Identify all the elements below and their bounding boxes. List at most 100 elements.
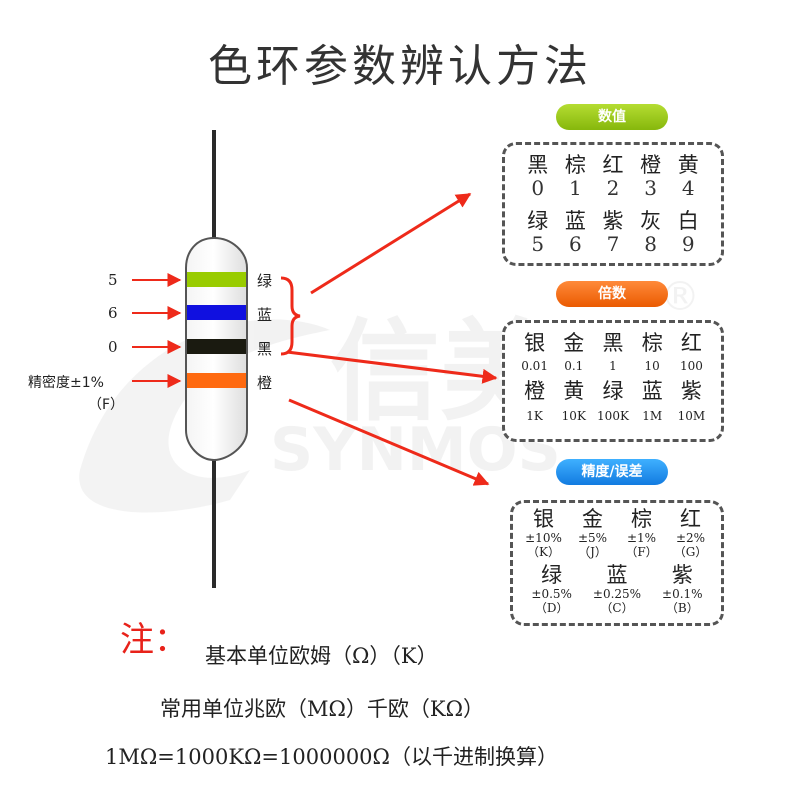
digit-color: 紫 bbox=[602, 209, 624, 233]
multiplier-value: 100K bbox=[597, 409, 629, 423]
tolerance-cell: 绿±0.5%（D） bbox=[519, 563, 584, 615]
digit-value: 9 bbox=[681, 232, 695, 256]
tolerance-color: 蓝 bbox=[606, 563, 628, 587]
watermark-swoosh bbox=[79, 319, 330, 513]
tolerance-panel: 银±10%（K） 金±5%（J） 棕±1%（F） 红±2%（G） 绿±0.5%（… bbox=[510, 500, 724, 626]
note-label: 注： bbox=[120, 620, 188, 660]
tolerance-value: ±0.5% bbox=[531, 587, 572, 601]
multiplier-color: 金 bbox=[563, 331, 585, 355]
digit-value: 1 bbox=[569, 176, 582, 200]
multiplier-color: 黄 bbox=[563, 379, 585, 403]
multiplier-value: 1M bbox=[642, 409, 663, 423]
tolerance-row-1: 银±10%（K） 金±5%（J） 棕±1%（F） 红±2%（G） bbox=[513, 503, 721, 559]
tolerance-cell: 蓝±0.25%（C） bbox=[584, 563, 649, 615]
tolerance-row-2: 绿±0.5%（D） 蓝±0.25%（C） 紫±0.1%（B） bbox=[513, 559, 721, 615]
band-4-orange bbox=[187, 373, 246, 388]
tolerance-cell: 银±10%（K） bbox=[519, 507, 568, 559]
digit-value: 6 bbox=[569, 232, 582, 256]
multiplier-cell: 棕 10 bbox=[633, 331, 672, 373]
arrow-to-tolerance-panel bbox=[288, 398, 490, 486]
tolerance-cell: 紫±0.1%（B） bbox=[650, 563, 715, 615]
band-1-color-name: 绿 bbox=[257, 272, 273, 290]
digit-color: 黄 bbox=[677, 153, 699, 177]
multiplier-cell: 蓝 1M bbox=[633, 379, 672, 423]
tolerance-value: ±1% bbox=[626, 531, 657, 545]
band-1-green bbox=[187, 272, 246, 287]
multiplier-cell: 绿 100K bbox=[593, 379, 632, 423]
multiplier-color: 红 bbox=[680, 331, 702, 355]
multiplier-cell: 紫 10M bbox=[672, 379, 711, 423]
tolerance-cell: 棕±1%（F） bbox=[617, 507, 666, 559]
digit-value: 7 bbox=[606, 232, 620, 256]
tolerance-color: 棕 bbox=[631, 507, 652, 531]
arrow-to-digits-panel bbox=[310, 192, 472, 295]
multiplier-value: 1 bbox=[609, 359, 617, 373]
note-line-1: 基本单位欧姆（Ω）（K） bbox=[205, 644, 438, 668]
multiplier-cell: 黄 10K bbox=[554, 379, 593, 423]
digit-value: 5 bbox=[531, 232, 545, 256]
digit-color: 灰 bbox=[640, 209, 662, 233]
multiplier-color: 黑 bbox=[602, 331, 624, 355]
arrow-to-multiplier-panel bbox=[286, 350, 498, 384]
tolerance-value: ±5% bbox=[577, 531, 608, 545]
tolerance-value: ±10% bbox=[525, 531, 562, 545]
tolerance-cell: 金±5%（J） bbox=[568, 507, 617, 559]
tolerance-value: ±0.25% bbox=[592, 587, 642, 601]
digit-value: 2 bbox=[606, 176, 620, 200]
multiplier-color: 银 bbox=[524, 331, 546, 355]
tolerance-code: （K） bbox=[527, 545, 560, 559]
digit-value: 8 bbox=[644, 232, 657, 256]
tolerance-code: （F） bbox=[88, 397, 125, 413]
multiplier-value: 10 bbox=[644, 359, 660, 373]
tolerance-cell: 红±2%（G） bbox=[666, 507, 715, 559]
tolerance-code: （C） bbox=[600, 601, 634, 615]
digit-color: 蓝 bbox=[564, 209, 586, 233]
resistor-lead-top bbox=[212, 130, 216, 240]
multiplier-color: 蓝 bbox=[641, 379, 663, 403]
multiplier-color: 紫 bbox=[680, 379, 702, 403]
multiplier-color: 绿 bbox=[602, 379, 624, 403]
tolerance-code: （G） bbox=[673, 545, 708, 559]
multiplier-value: 0.01 bbox=[521, 359, 548, 373]
page-title: 色环参数辨认方法 bbox=[208, 41, 592, 92]
band-2-blue bbox=[187, 305, 246, 320]
tolerance-color: 红 bbox=[680, 507, 701, 531]
multiplier-value: 100 bbox=[679, 359, 703, 373]
multiplier-value: 1K bbox=[526, 409, 543, 423]
note-line-3: 1MΩ=1000KΩ=1000000Ω（以千进制换算） bbox=[105, 745, 558, 769]
digit-value: 4 bbox=[681, 176, 695, 200]
digit-color: 黑 bbox=[527, 153, 549, 177]
multiplier-panel-header: 倍数 bbox=[556, 281, 668, 307]
band-3-digit: 0 bbox=[108, 338, 118, 356]
multiplier-value: 10M bbox=[677, 409, 706, 423]
band-2-color-name: 蓝 bbox=[257, 306, 273, 324]
multiplier-value: 10K bbox=[561, 409, 586, 423]
digits-panel-header: 数值 bbox=[556, 104, 668, 130]
digit-color: 橙 bbox=[640, 153, 662, 177]
band-4-color-name: 橙 bbox=[257, 374, 273, 392]
multiplier-cell: 红 100 bbox=[672, 331, 711, 373]
tolerance-value: ±0.1% bbox=[662, 587, 703, 601]
digit-value: 3 bbox=[644, 176, 657, 200]
band-1-digit: 5 bbox=[108, 271, 118, 289]
band-3-black bbox=[187, 339, 246, 354]
tolerance-color: 紫 bbox=[671, 563, 693, 587]
tolerance-label: 精密度±1% bbox=[28, 375, 104, 391]
multiplier-color: 棕 bbox=[641, 331, 663, 355]
note-line-2: 常用单位兆欧（MΩ）千欧（KΩ） bbox=[160, 697, 485, 721]
